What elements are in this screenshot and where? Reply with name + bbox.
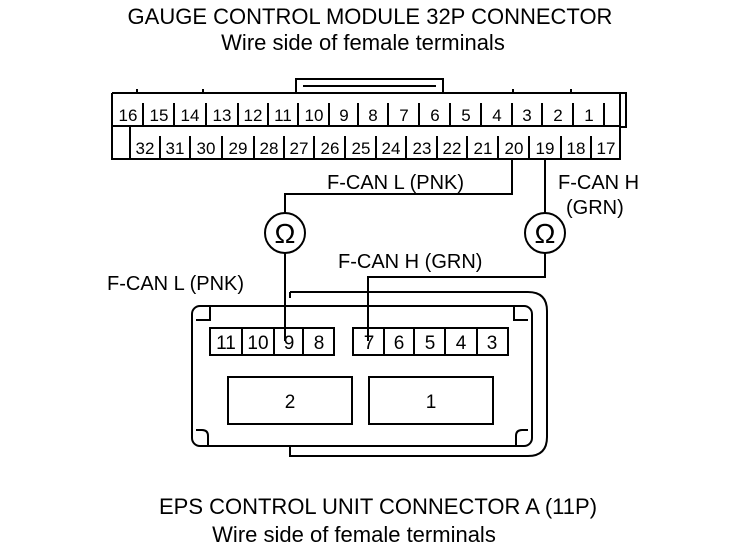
pin-label: 10 xyxy=(247,333,268,354)
wire-label-f-can-h-top: F-CAN H xyxy=(558,172,639,194)
pin-label: 22 xyxy=(443,139,462,158)
pin-label: 20 xyxy=(505,139,524,158)
gauge-control-module-connector xyxy=(111,78,627,160)
bottom-right-pins: 7 6 5 4 3 xyxy=(364,333,498,354)
wire-label-f-can-l-bottom: F-CAN L (PNK) xyxy=(107,273,244,295)
pin-label: 30 xyxy=(197,139,216,158)
pin-label: 12 xyxy=(244,106,263,125)
pin-label: 13 xyxy=(213,106,232,125)
pin-label: 4 xyxy=(456,333,467,354)
pin-label: 23 xyxy=(413,139,432,158)
wires xyxy=(284,159,546,341)
wire-f-can-l-top xyxy=(284,159,513,213)
bottom-connector-subtitle: Wire side of female terminals xyxy=(212,522,496,547)
pin-label: 11 xyxy=(274,106,292,125)
pin-label: 16 xyxy=(119,106,138,125)
pin-label: 28 xyxy=(260,139,279,158)
block-label-2: 2 xyxy=(285,392,296,413)
pin-label: 32 xyxy=(136,139,155,158)
pin-label: 10 xyxy=(305,106,324,125)
ohm-icon: Ω xyxy=(535,218,556,249)
pin-label: 1 xyxy=(584,106,593,125)
pin-probe-marks xyxy=(284,328,369,336)
top-connector-title: GAUGE CONTROL MODULE 32P CONNECTOR xyxy=(128,4,613,29)
bottom-left-pins: 11 10 9 8 xyxy=(216,333,324,354)
pin-label: 15 xyxy=(150,106,169,125)
block-label-1: 1 xyxy=(426,392,437,413)
pin-label: 5 xyxy=(461,106,470,125)
eps-control-unit-connector xyxy=(191,291,548,457)
pin-label: 27 xyxy=(290,139,309,158)
top-connector-subtitle: Wire side of female terminals xyxy=(221,30,505,55)
pin-label: 5 xyxy=(425,333,436,354)
wire-label-f-can-h-top-color: (GRN) xyxy=(566,197,624,219)
ohmmeter-circle xyxy=(524,212,566,254)
pin-label: 8 xyxy=(368,106,377,125)
pin-label: 11 xyxy=(216,333,236,354)
pin-label: 3 xyxy=(487,333,498,354)
pin-label: 7 xyxy=(399,106,408,125)
bottom-connector-title: EPS CONTROL UNIT CONNECTOR A (11P) xyxy=(159,494,597,519)
wire-f-can-h-bottom xyxy=(367,253,546,341)
pin-label: 7 xyxy=(364,333,375,354)
left-ohmmeter: Ω xyxy=(264,212,306,254)
pin-label: 31 xyxy=(166,139,185,158)
pin-label: 4 xyxy=(492,106,501,125)
pin-label: 26 xyxy=(321,139,340,158)
top-row1-pins: 16 15 14 13 12 11 10 9 8 7 6 5 4 3 2 1 xyxy=(119,106,594,125)
pin-label: 2 xyxy=(553,106,562,125)
pin-label: 9 xyxy=(339,106,348,125)
ohmmeter-circle xyxy=(264,212,306,254)
pin-label: 17 xyxy=(597,139,616,158)
wire-label-f-can-h-bottom: F-CAN H (GRN) xyxy=(338,251,482,273)
pin-label: 3 xyxy=(522,106,531,125)
top-row2-pins: 32 31 30 29 28 27 26 25 24 23 22 21 20 1… xyxy=(136,139,616,158)
pin-label: 18 xyxy=(567,139,586,158)
pin-label: 8 xyxy=(314,333,325,354)
pin-label: 24 xyxy=(382,139,401,158)
pin-label: 29 xyxy=(229,139,248,158)
pin-label: 9 xyxy=(284,333,295,354)
pin-label: 6 xyxy=(394,333,405,354)
wire-label-f-can-l-top: F-CAN L (PNK) xyxy=(327,172,464,194)
pin-label: 6 xyxy=(430,106,439,125)
pin-label: 19 xyxy=(536,139,555,158)
pin-label: 14 xyxy=(181,106,200,125)
pin-label: 25 xyxy=(352,139,371,158)
pin-label: 21 xyxy=(474,139,493,158)
ohm-icon: Ω xyxy=(275,218,296,249)
right-ohmmeter: Ω xyxy=(524,212,566,254)
